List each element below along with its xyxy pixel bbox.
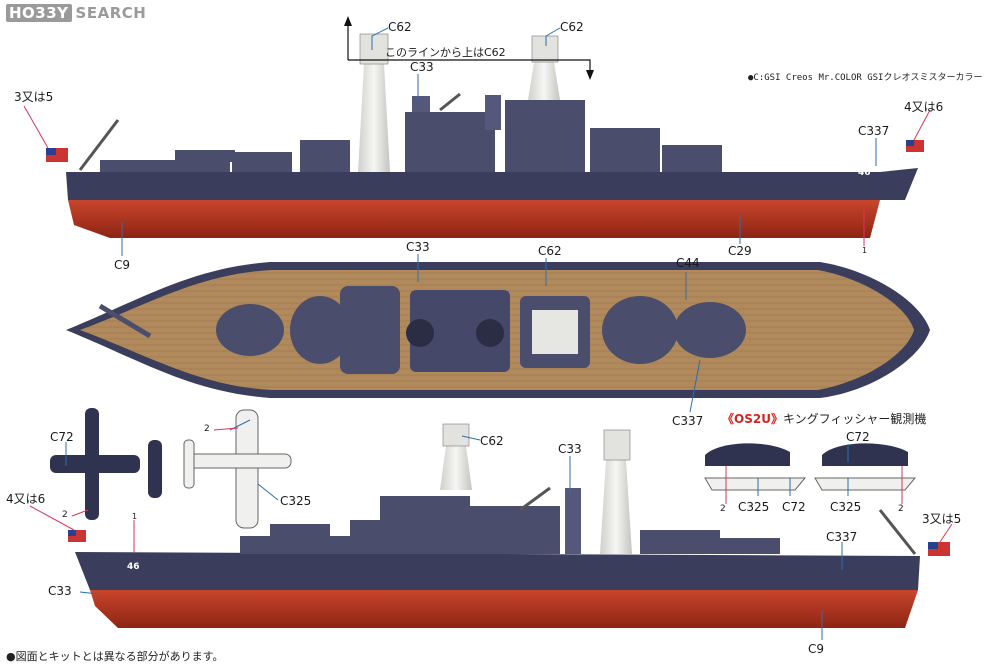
label-alt35-bottom: 3又は5 — [922, 512, 962, 526]
deck-plan-view — [66, 262, 930, 398]
label-c33-top: C33 — [410, 60, 434, 74]
hobby-search-logo: HO33Y SEARCH — [6, 4, 146, 22]
label-two-seaplane-right: 2 — [898, 504, 904, 514]
label-c337-bottom: C337 — [826, 530, 858, 544]
bottom-aft-cage-mast — [600, 460, 632, 554]
leader-lines — [65, 27, 877, 640]
os2u-title: 《OS2U》キングフィッシャー観測機 — [722, 410, 926, 427]
label-c325-seaplane-right: C325 — [830, 500, 862, 514]
bottom-hull-number: 46 — [127, 562, 140, 572]
flag-leader-lines — [23, 105, 953, 552]
label-c325-aircraft-light: C325 — [280, 494, 312, 508]
top-turret-aft — [232, 152, 292, 172]
bottom-turret — [640, 530, 720, 554]
label-c62-bottom: C62 — [480, 434, 504, 448]
os2u-description: キングフィッシャー観測機 — [782, 412, 927, 426]
bottom-fwd-cage-mast — [440, 446, 472, 490]
aircraft-dark-wing — [50, 455, 140, 473]
label-c33-bottom-funnel: C33 — [558, 442, 582, 456]
label-c9-top: C9 — [114, 258, 131, 272]
bottom-side-profile — [68, 423, 950, 628]
label-c62-fwd-mast: C62 — [560, 20, 584, 34]
seaplane-side-left — [705, 443, 790, 466]
label-c72-seaplane-left: C72 — [782, 500, 806, 514]
label-alt46-bottom: 4又は6 — [6, 492, 46, 506]
label-alt46-top: 4又は6 — [904, 100, 944, 114]
os2u-aircraft-views — [50, 408, 917, 529]
top-hull-lower — [68, 200, 880, 238]
label-c337-deck: C337 — [672, 414, 704, 428]
aircraft-light-fuselage — [184, 453, 292, 469]
label-c325-seaplane-left: C325 — [738, 500, 770, 514]
label-c9-bottom: C9 — [808, 642, 825, 656]
label-one-bottom: 1 — [132, 512, 138, 521]
label-two-seaplane-left: 2 — [720, 504, 726, 514]
logo-text: SEARCH — [75, 4, 147, 22]
above-line-note: このラインから上はC62 — [385, 46, 506, 59]
top-funnel — [485, 95, 501, 130]
label-c337-top: C337 — [858, 124, 890, 138]
label-c72-aircraft-left: C72 — [50, 430, 74, 444]
label-c33-deck: C33 — [406, 240, 430, 254]
os2u-name: 《OS2U》 — [722, 412, 783, 426]
label-c44: C44 — [676, 256, 700, 270]
label-two-aircraft-left: 2 — [62, 510, 68, 520]
seaplane-side-right — [822, 443, 908, 466]
top-aft-cage-mast — [358, 64, 390, 172]
top-turret-fwd — [662, 145, 722, 172]
color-legend: ●C:GSI Creos Mr.COLOR GSIクレオスミスターカラー — [748, 73, 983, 83]
label-c29: C29 — [728, 244, 752, 258]
bottom-funnel — [565, 488, 581, 554]
top-side-profile — [46, 16, 924, 238]
label-c62-aft-mast: C62 — [388, 20, 412, 34]
label-c62-deck: C62 — [538, 244, 562, 258]
label-c72-seaplane-top: C72 — [846, 430, 870, 444]
label-c33-bottom-stern: C33 — [48, 584, 72, 598]
label-one-top: 1 — [862, 246, 868, 255]
label-alt35-top: 3又は5 — [14, 90, 54, 104]
bottom-hull-lower — [90, 590, 918, 628]
label-two-aircraft-light: 2 — [204, 424, 210, 434]
top-hull-upper — [66, 168, 918, 200]
bottom-hull-upper — [75, 552, 920, 590]
logo-mark: HO33Y — [6, 4, 72, 22]
top-fwd-cage-mast — [528, 62, 560, 100]
aircraft-light-wing — [235, 409, 259, 529]
footer-note: ●図面とキットとは異なる部分があります。 — [6, 650, 224, 663]
top-hull-number: 46 — [858, 168, 871, 178]
